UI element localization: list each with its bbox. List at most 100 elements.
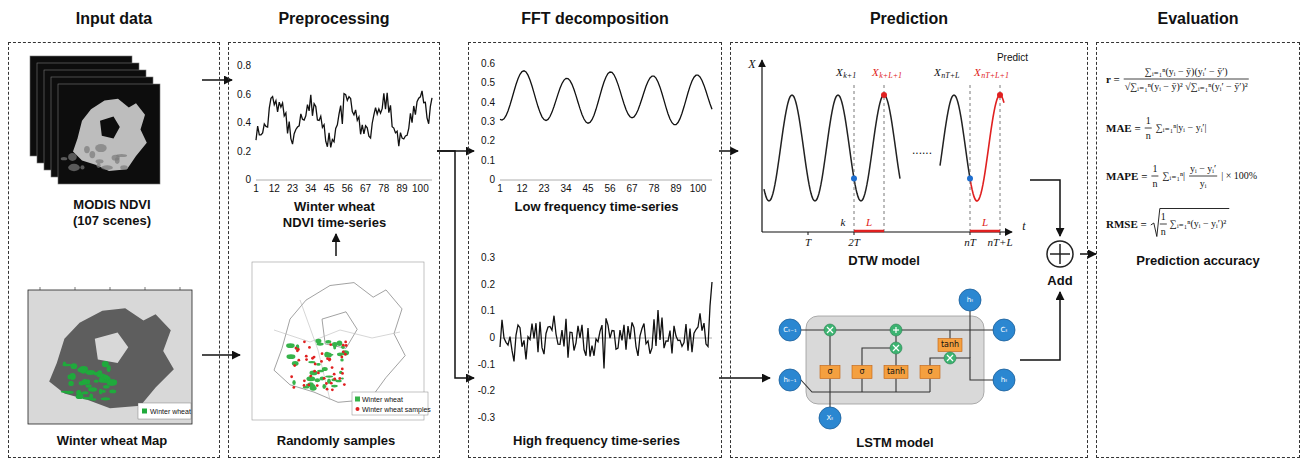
scene-texture xyxy=(97,163,101,168)
scene-texture xyxy=(89,151,95,158)
lstm-cell-body xyxy=(806,316,984,404)
data-line xyxy=(500,71,712,125)
wheat-patch xyxy=(99,378,103,383)
wheat-patch xyxy=(292,380,295,385)
sample-point xyxy=(311,357,314,360)
winter-wheat-map xyxy=(28,287,192,424)
point-label: X xyxy=(872,67,879,78)
state-symbol: hₜ₋₁ xyxy=(783,377,796,384)
axis-tick-label: -0.2 xyxy=(478,386,495,396)
sample-point xyxy=(343,383,346,386)
point-subscript: k+1 xyxy=(843,72,856,80)
state-node xyxy=(819,407,841,429)
axis-tick-label: 100 xyxy=(690,184,707,194)
wheat-patch xyxy=(63,361,66,366)
axis-tick-label: 0.3 xyxy=(481,117,495,127)
axis-tick-label: 0.4 xyxy=(237,118,251,128)
map-figure: Randomly samples xyxy=(240,256,432,452)
state-node xyxy=(993,319,1015,341)
cell-wire xyxy=(829,392,830,407)
scene-texture xyxy=(96,159,104,163)
scene-texture xyxy=(101,165,113,170)
wheat-patch xyxy=(316,363,321,366)
caption: MODIS NDVI (107 scenes) xyxy=(62,197,162,229)
axis-tick-label: 2T xyxy=(848,237,860,248)
formula-term: √∑ᵢ₌₁ⁿ(yᵢ − ȳ)² √∑ᵢ₌₁ⁿ(yᵢ′ − ȳ′)² xyxy=(1125,82,1248,92)
wheat-patch xyxy=(82,379,88,385)
sample-point xyxy=(342,350,345,353)
line-chart: High frequency time-series xyxy=(474,246,719,452)
scene-texture xyxy=(116,154,127,157)
state-symbol: Cₜ xyxy=(1001,327,1008,334)
dashed-panel: Low frequency time-seriesHigh frequency … xyxy=(468,42,722,458)
connector-arrow xyxy=(437,151,474,378)
sample-point xyxy=(333,377,336,380)
modis-image-stack xyxy=(30,56,160,184)
panel-heading: Preprocessing xyxy=(228,10,440,28)
dashed-panel: Winter wheat NDVI time-seriesRandomly sa… xyxy=(228,42,440,458)
wheat-patch xyxy=(103,385,110,389)
province-outline xyxy=(274,283,405,403)
sample-point xyxy=(325,382,328,385)
sample-point xyxy=(313,370,316,373)
wheat-patch xyxy=(310,386,317,391)
sample-point xyxy=(295,347,298,350)
point-subscript: nT+L xyxy=(941,72,959,80)
axis-tick-label: 56 xyxy=(342,184,353,194)
connector-arrow xyxy=(335,234,337,256)
point-subscript: nT+L+1 xyxy=(981,72,1009,80)
ellipsis-mark: ...... xyxy=(912,144,932,156)
curve-point xyxy=(851,176,857,182)
panel-heading: Prediction xyxy=(730,10,1088,28)
panel-heading: FFT decomposition xyxy=(468,10,722,28)
map-tick xyxy=(75,287,76,290)
axis-tick-label: nT+L xyxy=(987,237,1012,248)
wheat-patch xyxy=(317,343,324,346)
formula-term: n xyxy=(1161,227,1166,237)
sample-point xyxy=(303,384,306,387)
legend-swatch xyxy=(142,409,147,414)
sample-point xyxy=(320,360,323,363)
sample-point xyxy=(342,344,345,347)
sample-point xyxy=(321,352,324,355)
axis-tick-label: nT xyxy=(964,237,976,248)
cell-wire xyxy=(829,379,830,393)
axis-tick-label: 12 xyxy=(516,184,527,194)
axis-tick-label: 0.8 xyxy=(237,61,251,71)
axis-tick-label: 0.1 xyxy=(481,306,495,316)
interval-label: L xyxy=(866,217,872,228)
sample-point xyxy=(297,359,300,362)
axis-tick-label: 0.6 xyxy=(237,90,251,100)
axis-tick-label: 89 xyxy=(397,184,408,194)
map-legend-text: Winter wheat xyxy=(150,408,191,415)
axis-tick xyxy=(808,232,809,235)
axis-tick-label: 67 xyxy=(360,184,371,194)
interval-bar xyxy=(970,230,1000,233)
sample-map xyxy=(252,262,428,420)
radical-sign xyxy=(1151,209,1229,237)
formula-term: yᵢ xyxy=(1200,179,1207,189)
legend-swatch xyxy=(356,407,360,411)
axis-tick-label: 100 xyxy=(412,184,429,194)
periodic-curve xyxy=(764,95,900,201)
axis-tick-label: 0.3 xyxy=(481,253,495,263)
dtw-drawing xyxy=(762,60,1012,235)
pointwise-op xyxy=(824,324,836,336)
wheat-patch xyxy=(309,371,317,376)
legend-swatch xyxy=(355,397,360,402)
axis-tick-label: 78 xyxy=(648,184,659,194)
gate-label: σ xyxy=(827,368,832,376)
scene-texture xyxy=(80,165,84,169)
formula-term: ∑ᵢ₌₁ⁿ| xyxy=(1162,171,1185,181)
wheat-patch xyxy=(306,384,310,387)
gate-label: σ xyxy=(859,368,864,376)
wheat-patch xyxy=(332,342,338,347)
wheat-patch xyxy=(102,361,109,367)
fraction-bar xyxy=(1124,79,1249,80)
formula-term: 1 xyxy=(1146,116,1151,126)
add-circle xyxy=(1047,241,1073,267)
dashed-panel: MODIS NDVI (107 scenes)Winter wheat MapI… xyxy=(8,42,220,458)
sample-point xyxy=(341,367,344,370)
